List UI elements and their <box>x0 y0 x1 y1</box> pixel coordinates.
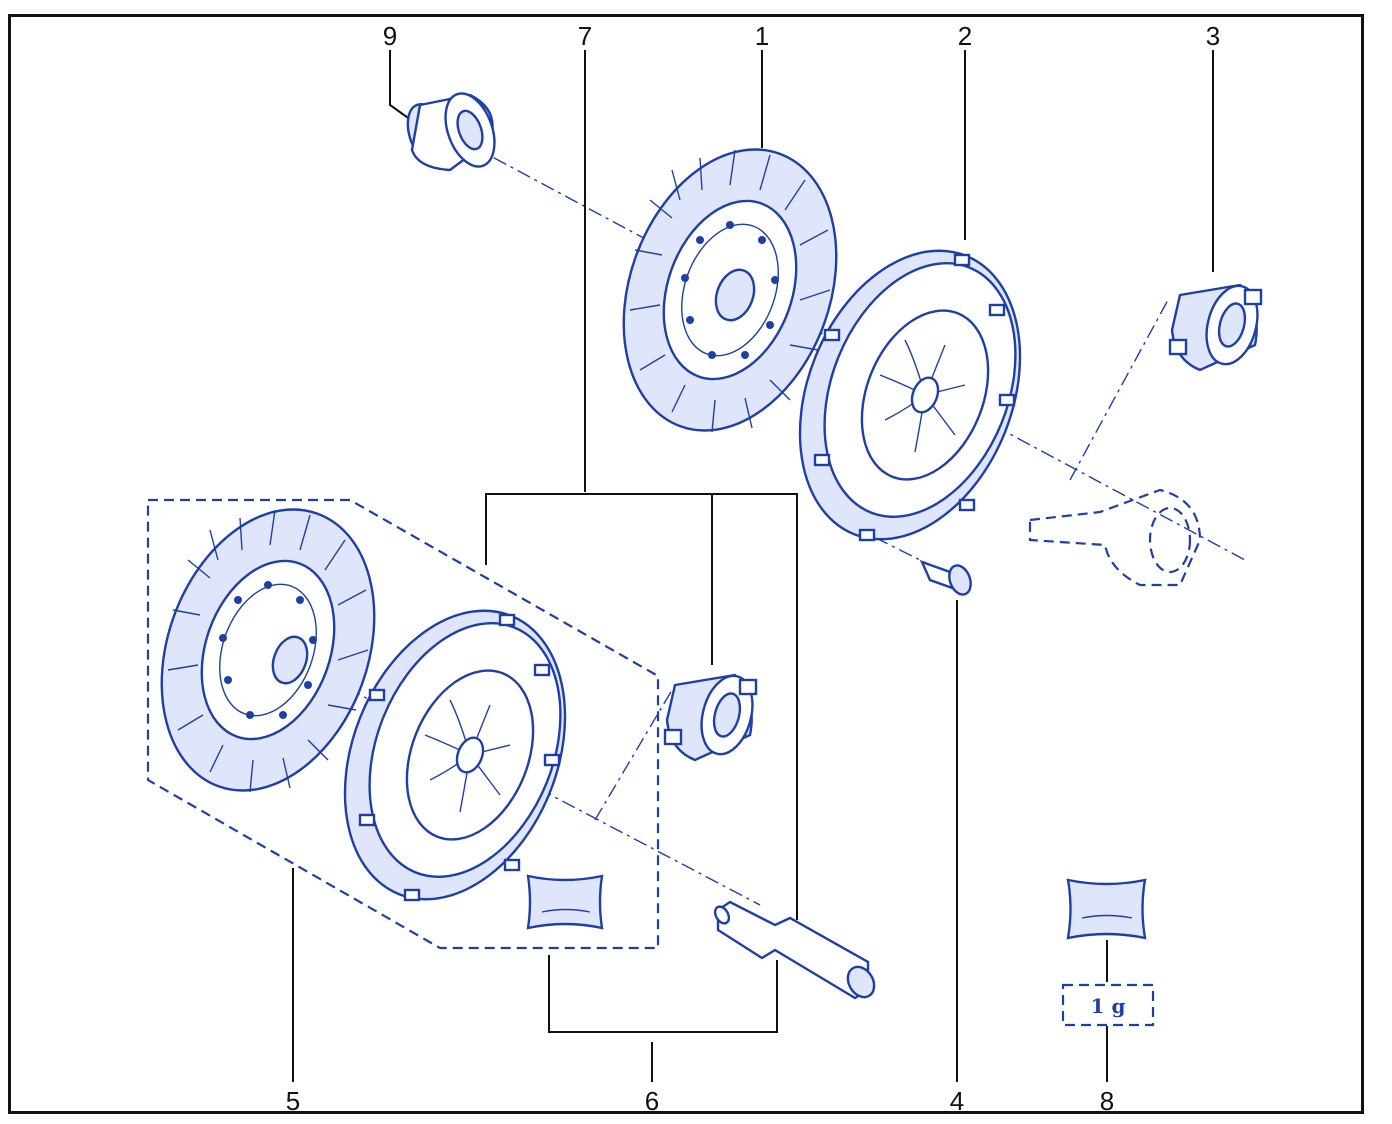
release-bearing-top <box>1168 283 1263 372</box>
release-bearing-lower <box>663 673 758 762</box>
centering-tool <box>713 900 876 1000</box>
callout-7: 7 <box>578 21 592 51</box>
callout-2: 2 <box>958 21 972 51</box>
pilot-bearing <box>406 92 496 172</box>
grease-quantity-label: 1 g <box>1091 994 1126 1018</box>
grease-quantity-box <box>1061 983 1155 1027</box>
grease-packet-kit <box>526 874 604 930</box>
clutch-disc-lower <box>160 508 376 793</box>
grease-packet <box>1066 878 1147 940</box>
pressure-plate-top <box>798 249 1022 542</box>
callout-8: 8 <box>1100 1086 1114 1116</box>
callout-5: 5 <box>286 1086 300 1116</box>
callout-4: 4 <box>950 1086 964 1116</box>
bolt <box>919 559 972 596</box>
diagram-frame <box>8 14 1364 1114</box>
pressure-plate-lower <box>343 609 567 902</box>
callout-1: 1 <box>755 21 769 51</box>
callout-6: 6 <box>645 1086 659 1116</box>
release-fork-phantom <box>1028 488 1202 587</box>
clutch-disc-top <box>622 148 838 433</box>
callout-numbers: 9 7 1 2 3 5 6 4 8 <box>286 21 1220 1116</box>
callout-3: 3 <box>1206 21 1220 51</box>
kit-outline <box>146 498 660 950</box>
callout-9: 9 <box>383 21 397 51</box>
leader-lines <box>292 50 1214 1082</box>
